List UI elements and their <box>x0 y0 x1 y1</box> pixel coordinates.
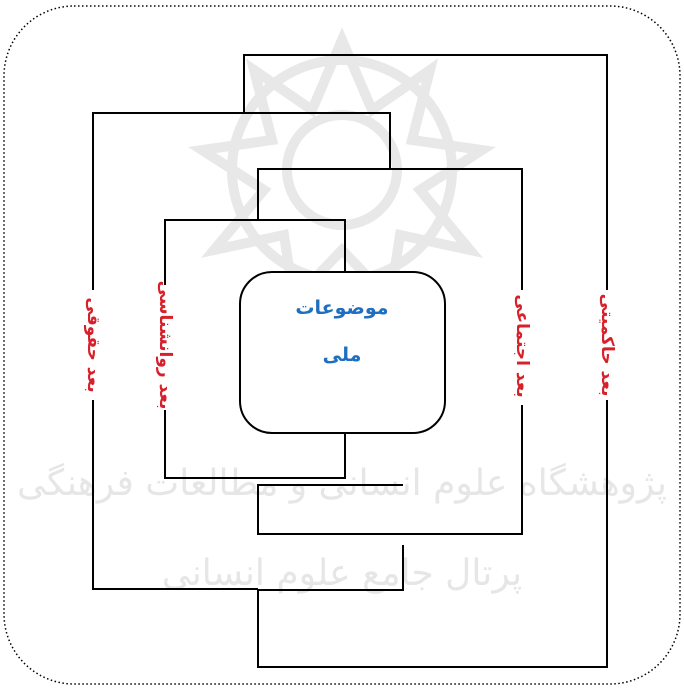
social-connector-bottom <box>257 405 523 535</box>
central-title-line1: موضوعات <box>295 297 388 319</box>
legal-connector <box>92 112 391 290</box>
label-sovereignty: بعد حاکمیتی <box>597 294 617 397</box>
psychological-connector-bottom <box>164 410 346 479</box>
sovereignty-connector <box>243 54 608 290</box>
label-social: بعد اجتماعی <box>512 294 532 397</box>
watermark-line2: پرتال جامع علوم انسانی <box>162 553 522 594</box>
legal-connector-bottom <box>92 400 258 590</box>
central-title-line2: ملی <box>323 344 362 366</box>
label-legal: بعد حقوقی <box>83 297 103 392</box>
social-connector <box>257 168 523 290</box>
watermark-line1: پژوهشگاه علوم انسانی و مطالعات فرهنگی <box>17 462 667 504</box>
outer-frame <box>3 5 681 685</box>
psychological-connector <box>164 219 346 285</box>
label-psychological: بعد روانشناسی <box>155 281 175 410</box>
sovereignty-connector-bottom <box>257 400 608 668</box>
central-box <box>239 271 446 434</box>
